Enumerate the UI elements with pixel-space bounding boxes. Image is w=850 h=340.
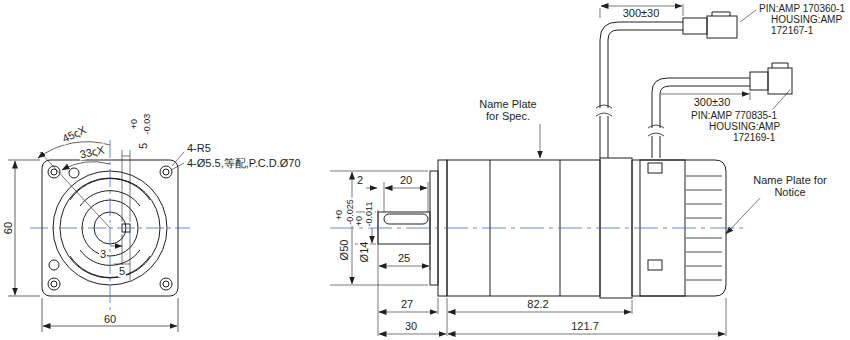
dimension-label: 30 xyxy=(404,320,418,332)
dimension-label: +0 xyxy=(355,215,365,227)
dimension-label: 121.7 xyxy=(570,320,600,332)
dimension-label: 5 xyxy=(137,142,149,150)
dimension-label: PIN:AMP 770835-1 xyxy=(690,110,778,121)
dimension-label: 300±30 xyxy=(693,96,732,108)
dimension-label: -0.03 xyxy=(143,113,153,136)
dimension-label: 20 xyxy=(399,174,413,186)
dimension-label: 60 xyxy=(103,313,117,325)
dimension-label: 4-R5 xyxy=(186,142,212,154)
dimension-label: +0 xyxy=(130,118,140,130)
dimension-label: +0 xyxy=(335,209,345,221)
dimension-label: -0.011 xyxy=(365,201,375,228)
dimension-label: 27 xyxy=(400,298,414,310)
dimension-label: PIN:AMP 170360-1 xyxy=(758,3,846,14)
dimension-label: 300±30 xyxy=(622,7,661,19)
dimension-label: 82.2 xyxy=(526,298,549,310)
dimension-label: 172169-1 xyxy=(732,132,776,143)
dimension-label: 33ςX xyxy=(78,143,107,160)
dimension-label: 172167-1 xyxy=(770,25,814,36)
dimension-label: Ø14 xyxy=(358,241,370,264)
dimension-label: 5 xyxy=(118,265,126,277)
dimension-label: 60 xyxy=(2,221,14,235)
dimension-label: Name Plate for Notice xyxy=(751,174,829,198)
dimension-label: Ø50 xyxy=(338,239,350,262)
dimension-label: HOUSING:AMP xyxy=(770,14,843,25)
dimension-label: 4-Ø5.5,等配,P.C.D.Ø70 xyxy=(186,157,302,169)
dimension-label: HOUSING:AMP xyxy=(708,121,781,132)
dimension-label: 2 xyxy=(356,174,364,186)
dimension-label: 3 xyxy=(99,248,107,260)
dimension-label: 25 xyxy=(397,252,411,264)
dimension-label: Name Plate for Spec. xyxy=(472,98,544,122)
